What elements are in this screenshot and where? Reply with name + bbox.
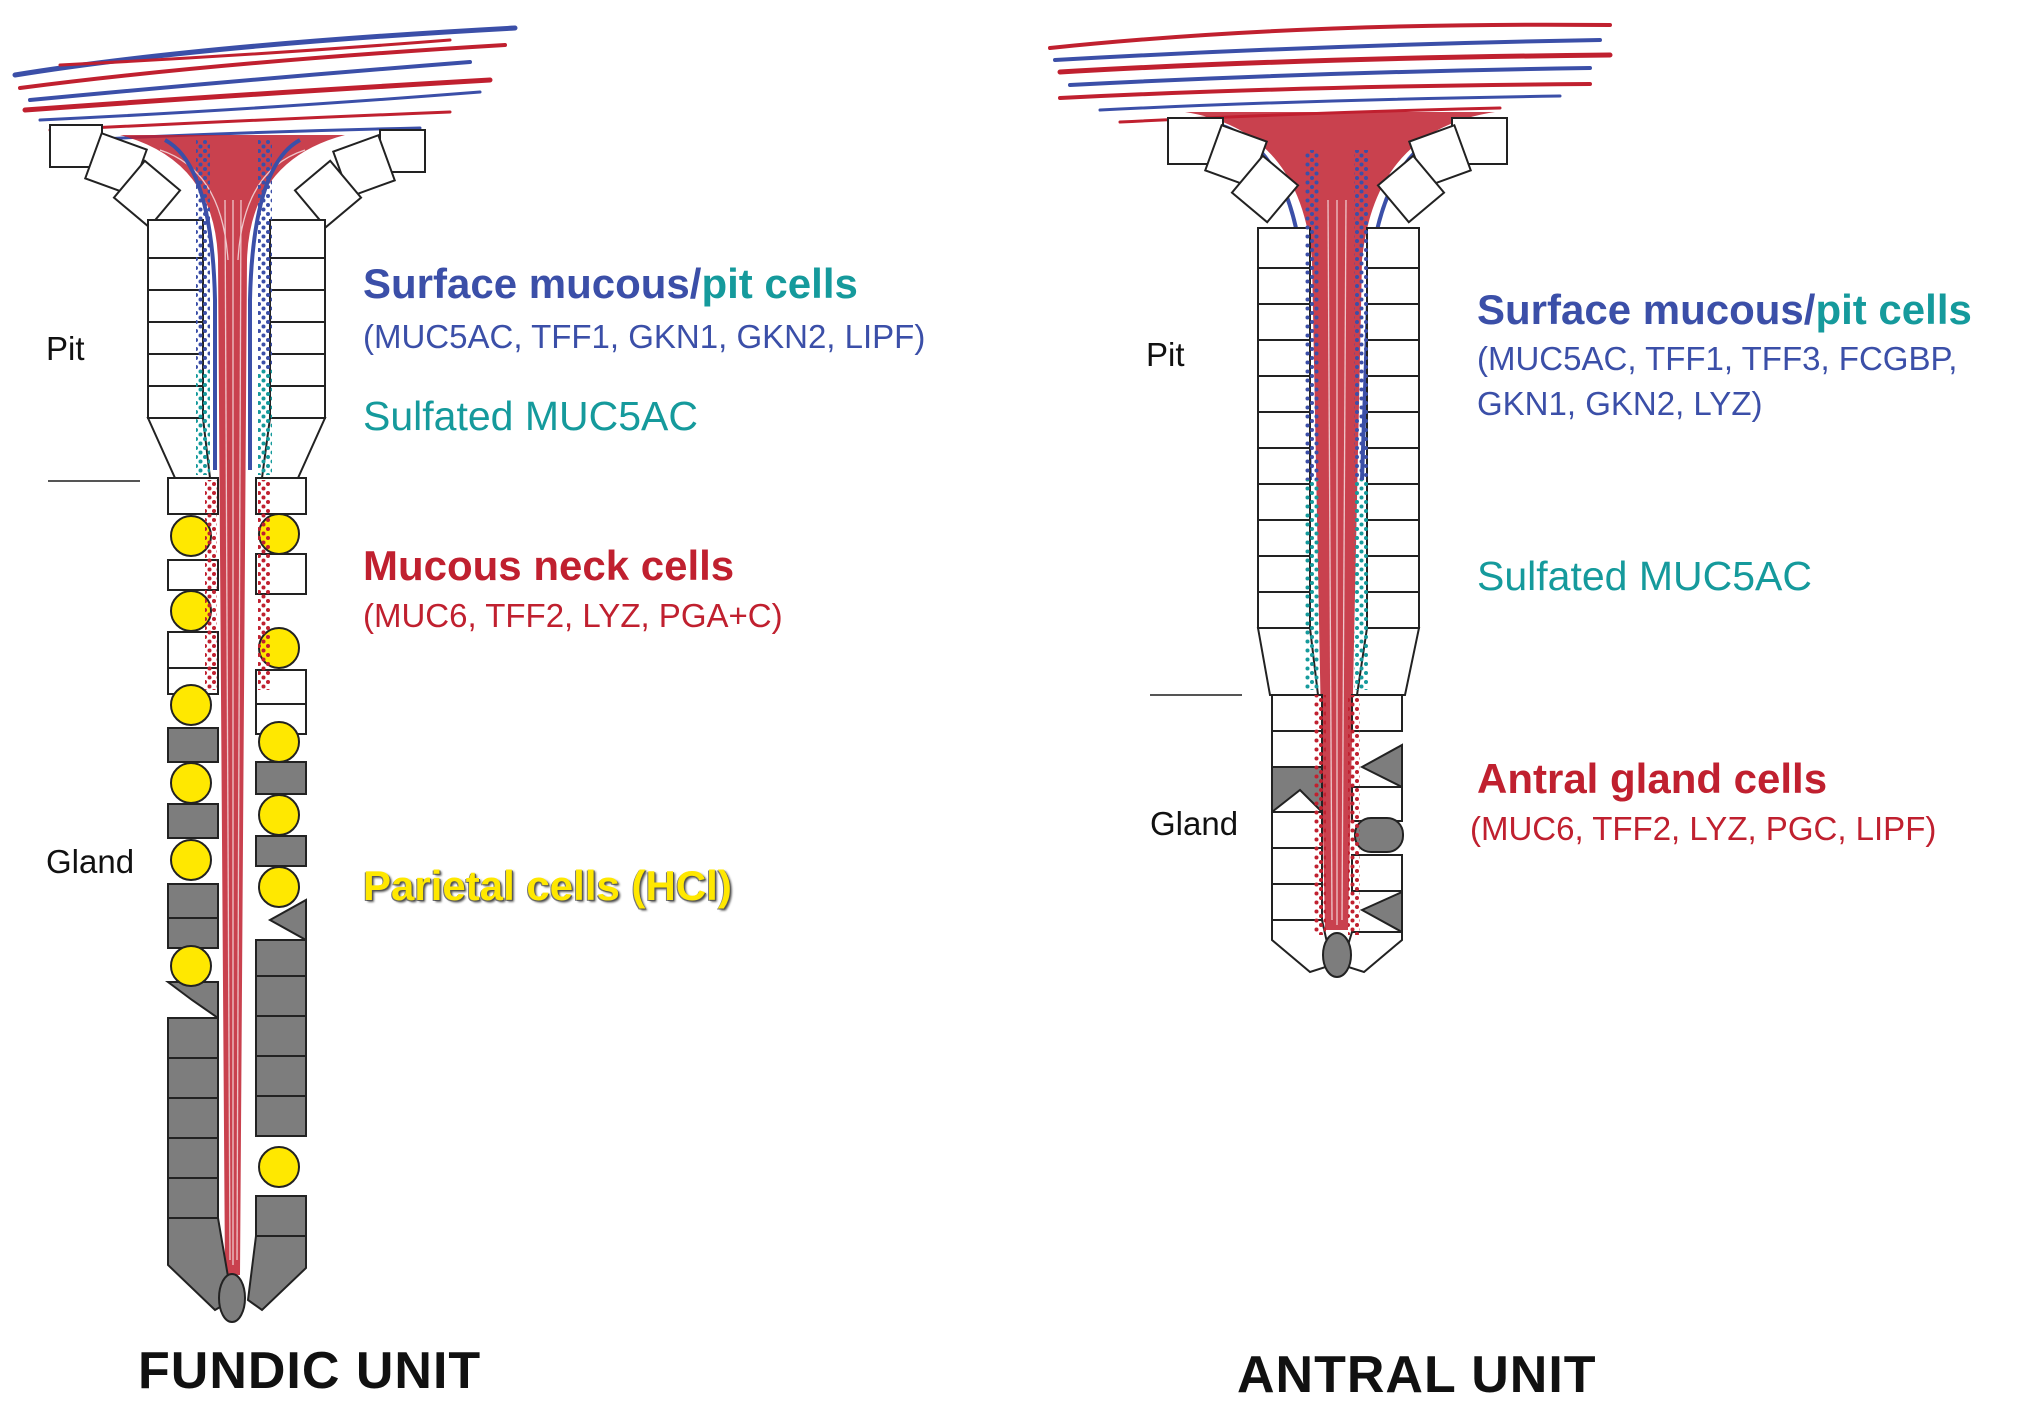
fundic-gland-label: Gland: [46, 843, 135, 880]
antral-unit-drawing: [1048, 22, 1613, 978]
fundic-pit-label: Pit: [46, 330, 85, 367]
antral-sulfated-muc5ac: Sulfated MUC5AC: [1477, 553, 1812, 599]
antral-gland-cells-heading: Antral gland cells: [1477, 755, 1828, 802]
fundic-surface-mucous-text: Surface mucous/: [363, 260, 702, 307]
fundic-surface-markers: (MUC5AC, TFF1, GKN1, GKN2, LIPF): [363, 318, 926, 355]
antral-gland-markers: (MUC6, TFF2, LYZ, PGC, LIPF): [1470, 810, 1937, 847]
fundic-mucous-neck-heading: Mucous neck cells: [363, 542, 735, 589]
fundic-sulfated-muc5ac: Sulfated MUC5AC: [363, 393, 698, 439]
antral-surface-markers-line2: GKN1, GKN2, LYZ): [1477, 385, 1763, 422]
antral-surface-mucous-text: Surface mucous/: [1477, 286, 1816, 333]
fundic-surface-mucous-heading: Surface mucous/pit cells: [363, 260, 858, 308]
antral-unit-title: ANTRAL UNIT: [1237, 1346, 1597, 1404]
fundic-pit-cells-text: pit cells: [701, 260, 858, 307]
fundic-left-wall: [49, 124, 234, 1312]
fundic-pit-gland-divider: [48, 480, 140, 482]
antral-mucus-layer: [1048, 22, 1613, 124]
antral-surface-mucous-heading: Surface mucous/pit cells: [1477, 286, 1972, 334]
fundic-right-wall: [246, 129, 426, 1312]
antral-pit-label: Pit: [1146, 336, 1185, 373]
fundic-neck-markers: (MUC6, TFF2, LYZ, PGA+C): [363, 597, 783, 634]
antral-gland-label: Gland: [1150, 805, 1239, 842]
antral-right-wall: [1340, 117, 1508, 974]
antral-surface-markers-line1: (MUC5AC, TFF1, TFF3, FCGBP,: [1477, 340, 1958, 377]
antral-pit-gland-divider: [1150, 694, 1242, 696]
fundic-unit-drawing: [12, 25, 518, 1323]
antral-lumen-stream: [1185, 112, 1495, 930]
fundic-mucus-layer: [12, 25, 518, 142]
antral-pit-cells-text: pit cells: [1815, 286, 1972, 333]
fundic-unit-title: FUNDIC UNIT: [138, 1342, 482, 1400]
fundic-parietal-cells-label: Parietal cells (HCl): [363, 862, 732, 909]
antral-left-wall: [1167, 117, 1334, 974]
